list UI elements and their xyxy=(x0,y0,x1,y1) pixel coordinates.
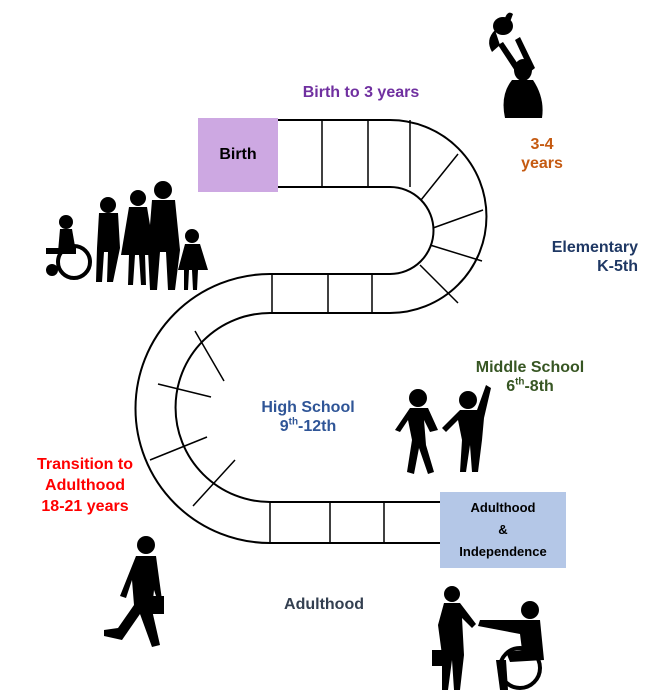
adulthood-box-label-line2: & xyxy=(498,522,508,537)
path-outer-edge xyxy=(174,119,488,503)
label-middle-school: Middle School 6th-8th xyxy=(452,358,608,396)
label-high-school-line2: 9th-12th xyxy=(279,416,337,436)
label-3-4-years-line2: years xyxy=(521,155,563,173)
path-cell-dividers xyxy=(149,120,484,543)
adulthood-box-label-line1: Adulthood xyxy=(470,500,536,515)
adulthood-independence-box xyxy=(440,492,566,568)
adulthood-box-label-area: Adulthood & Independence xyxy=(440,492,566,568)
label-high-school-line1: High School xyxy=(261,399,355,416)
family-with-wheelchair-icon xyxy=(46,181,208,290)
label-middle-school-line1: Middle School xyxy=(475,359,585,376)
birth-box-label-area: Birth xyxy=(198,118,278,192)
label-3-4-years: 3-4 years xyxy=(502,135,582,173)
path-inner-edge xyxy=(134,186,440,544)
dancing-girls-icon xyxy=(395,385,491,474)
mother-lifting-baby-icon xyxy=(489,12,543,118)
label-high-school: High School 9th-12th xyxy=(240,398,376,436)
birth-box xyxy=(198,118,278,192)
walking-businessman-icon xyxy=(104,536,164,647)
label-transition-to-adulthood: Transition to Adulthood 18-21 years xyxy=(20,455,150,517)
label-transition-line3: 18-21 years xyxy=(41,497,129,515)
label-transition-line2: Adulthood xyxy=(45,476,125,494)
label-transition-line1: Transition to xyxy=(37,456,133,473)
label-elementary-line1: Elementary xyxy=(551,239,638,256)
label-birth-to-3-years: Birth to 3 years xyxy=(302,84,420,101)
label-elementary: Elementary K-5th xyxy=(514,238,638,276)
birth-box-label: Birth xyxy=(219,146,257,163)
handshake-wheelchair-icon xyxy=(432,586,544,690)
label-adulthood: Adulthood xyxy=(284,596,364,613)
label-elementary-line2: K-5th xyxy=(597,258,638,276)
label-3-4-years-line1: 3-4 xyxy=(530,136,554,153)
adulthood-box-label-line3: Independence xyxy=(459,544,547,559)
label-middle-school-line2: 6th-8th xyxy=(506,376,554,396)
